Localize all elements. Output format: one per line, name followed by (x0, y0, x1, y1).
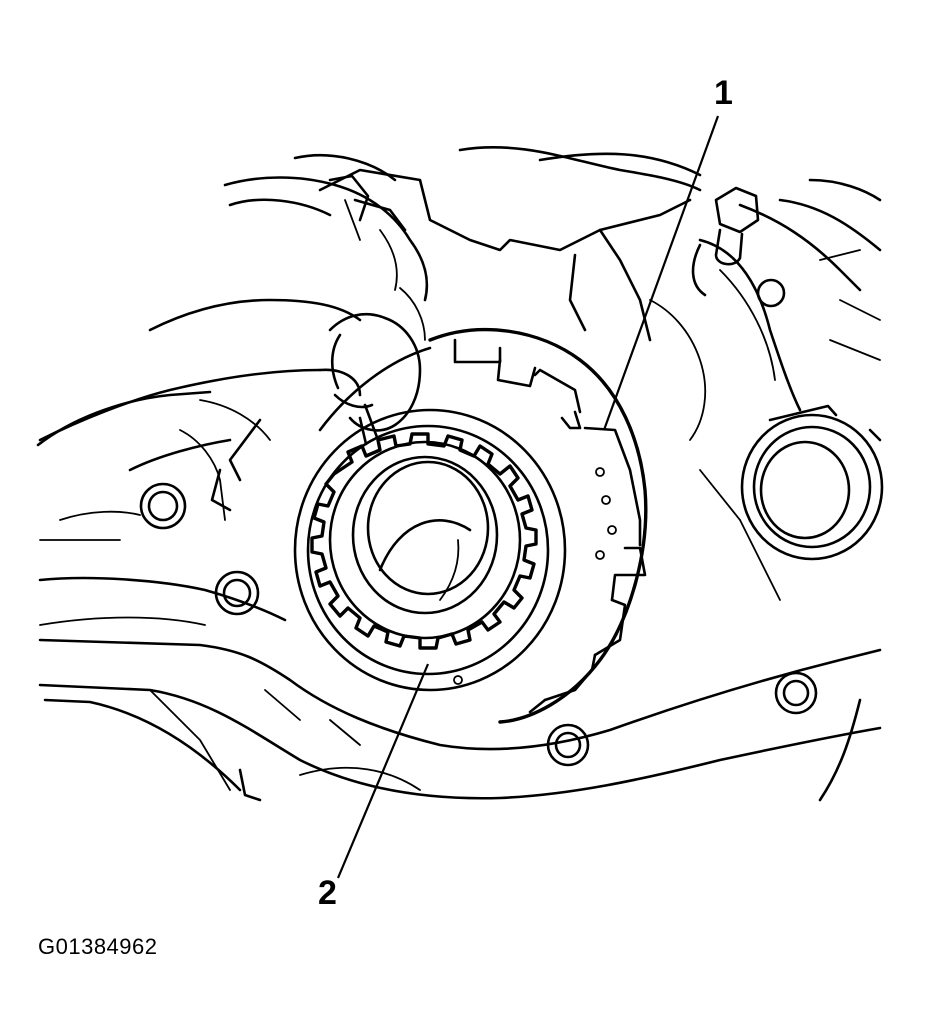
figure-id: G01384962 (38, 934, 158, 959)
leader-line-1 (602, 115, 720, 431)
leader-line-2 (336, 663, 430, 879)
callout-label-2: 2 (318, 874, 337, 912)
technician-hand-with-pick (38, 154, 429, 446)
case-bolt (691, 186, 760, 297)
output-bearing-bore (699, 404, 884, 601)
bolt-holes (139, 278, 818, 767)
transmission-case (36, 146, 882, 802)
clutch-drum-item-1 (210, 327, 648, 724)
snap-ring-item-2 (293, 408, 567, 692)
callout-label-1: 1 (714, 74, 733, 112)
